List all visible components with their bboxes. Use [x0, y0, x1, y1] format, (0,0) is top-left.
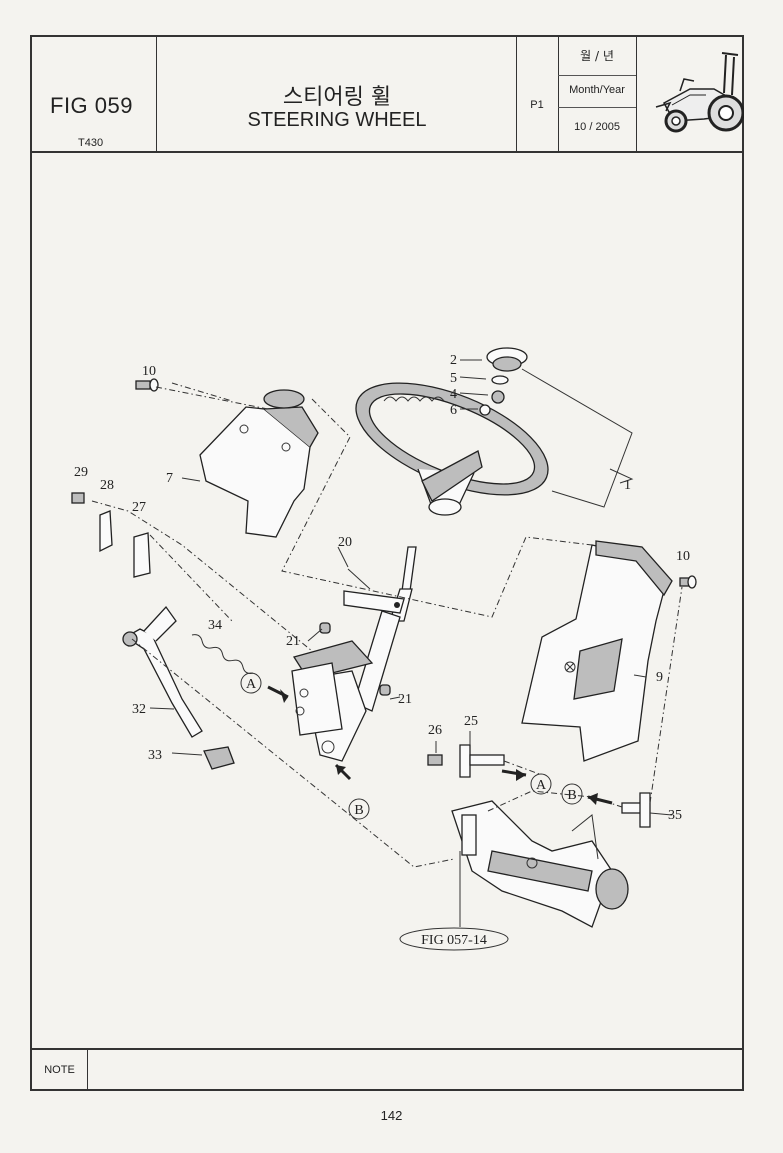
callout-9: 9	[656, 670, 663, 685]
marker-b: B	[354, 803, 363, 818]
callout-21: 21	[286, 634, 300, 649]
callout-34: 34	[208, 618, 222, 633]
tilt-brackets	[71, 492, 151, 578]
reference-arrows	[267, 685, 613, 805]
callout-4: 4	[450, 387, 457, 402]
figure-number: FIG 059	[50, 93, 133, 118]
callout-6: 6	[450, 403, 457, 418]
tilt-lever	[122, 605, 254, 770]
assembly-lines	[91, 368, 683, 868]
dash-panel-right	[521, 540, 673, 762]
callout-10b: 10	[676, 549, 690, 564]
title-korean: 스티어링 휠	[282, 85, 392, 110]
callout-35: 35	[668, 808, 682, 823]
horn-cap-assembly	[479, 347, 528, 416]
fig-reference-label: FIG 057-14	[421, 933, 487, 948]
marker-b: B	[567, 788, 576, 803]
page-code: P1	[530, 99, 544, 111]
fig-reference-oval	[399, 927, 509, 951]
callout-20: 20	[338, 535, 352, 550]
note-label: NOTE	[32, 1050, 88, 1091]
steering-wheel	[355, 382, 549, 516]
callout-2: 2	[450, 353, 457, 368]
month-year-korean: 월 / 년	[580, 49, 614, 63]
header: FIG 059 T430 스티어링 휠 STEERING WHEEL P1 월 …	[32, 37, 744, 153]
callout-leaders	[149, 359, 673, 816]
parts-sheet: FIG 059 T430 스티어링 휠 STEERING WHEEL P1 월 …	[30, 35, 744, 1091]
month-year-label: Month/Year	[569, 84, 625, 96]
note-row: NOTE	[32, 1048, 742, 1091]
model-code: T430	[78, 137, 104, 149]
callout-33: 33	[148, 748, 162, 763]
part-callouts: 10 2 5 4 6 1 7 29 28 27 20 10 34 21 21 9…	[74, 353, 690, 823]
lower-brackets	[427, 744, 651, 828]
callout-21b: 21	[398, 692, 412, 707]
exploded-parts-diagram: A B A B FIG 057-14	[71, 347, 697, 951]
callout-1: 1	[624, 478, 631, 493]
revision-date: 10 / 2005	[574, 121, 620, 133]
page-number: 142	[380, 1108, 403, 1123]
callout-32: 32	[132, 702, 146, 717]
tractor-icon	[655, 52, 744, 133]
title-english: STEERING WHEEL	[247, 109, 427, 131]
callout-26: 26	[428, 723, 442, 738]
callout-25: 25	[464, 714, 478, 729]
marker-a: A	[536, 778, 547, 793]
callout-27: 27	[132, 500, 146, 515]
callout-5: 5	[450, 371, 457, 386]
pedal-shaft-assembly	[451, 800, 629, 928]
callout-7: 7	[166, 471, 173, 486]
callout-28: 28	[100, 478, 114, 493]
bolts	[135, 378, 697, 589]
callout-29: 29	[74, 465, 88, 480]
steering-column	[291, 546, 417, 762]
reference-markers: A B A B	[240, 672, 583, 820]
callout-10: 10	[142, 364, 156, 379]
marker-a: A	[246, 677, 257, 692]
dash-panel-left	[199, 389, 319, 538]
